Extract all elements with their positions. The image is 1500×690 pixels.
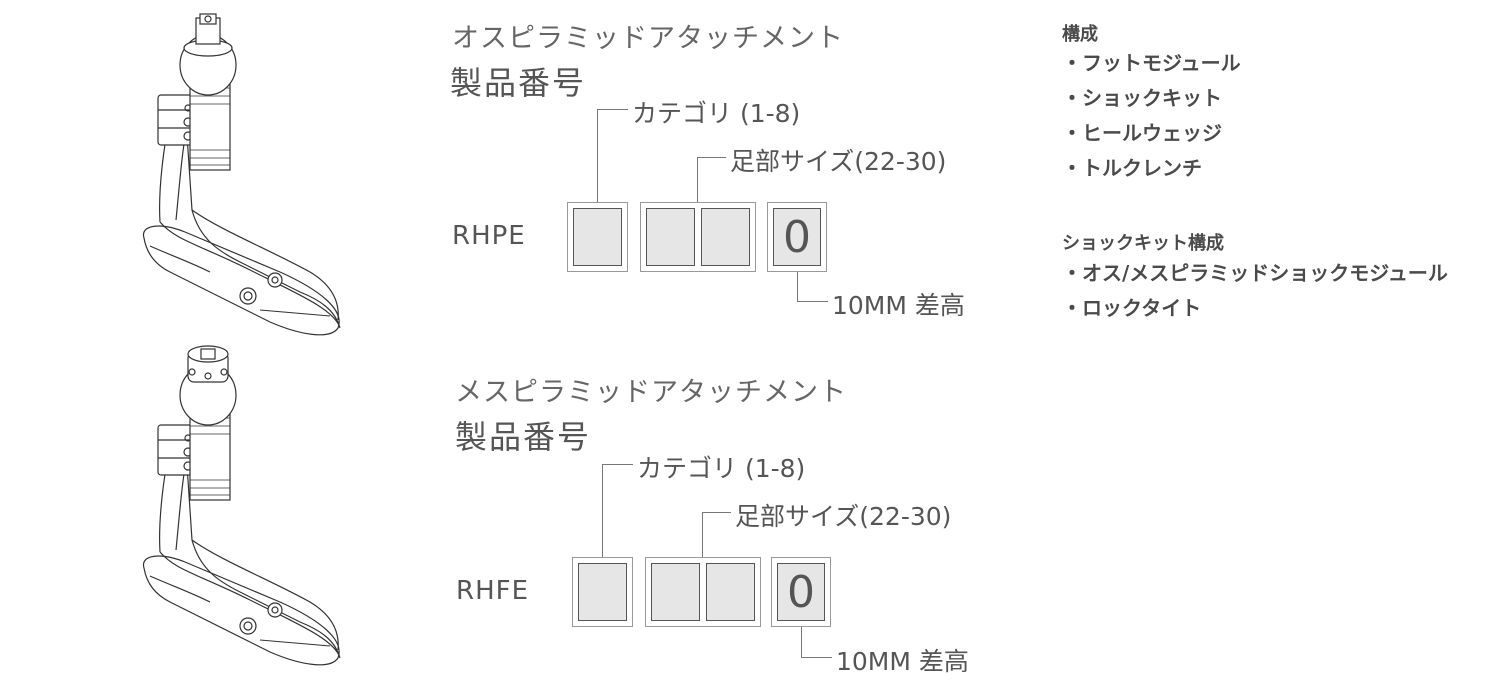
upper-fixed-digit: 0 [783,211,811,263]
lower-foot-size-digit-box [645,557,761,627]
upper-category-digit-box [567,202,628,272]
lower-heel-height-label: 10MM 差高 [836,647,969,676]
lower-prefix: RHFE [456,576,529,606]
upper-foot-size-digit-field-1 [646,208,695,266]
lower-attachment-title: メスピラミッドアタッチメント [455,377,847,408]
lower-fixed-digit: 0 [787,566,815,618]
upper-category-leader-h [597,109,628,110]
upper-foot-size-leader-v [697,157,698,202]
upper-foot-size-label: 足部サイズ(22-30) [730,147,947,176]
upper-heel-height-leader-h [797,301,828,302]
upper-category-digit-field [573,208,622,266]
lower-heel-height-leader-h [801,657,832,658]
upper-category-leader-v [597,109,598,202]
lower-foot-size-digit-field-2 [706,563,755,621]
lower-foot-size-leader-v [702,512,703,557]
shock-kit-item: ・ロックタイト [1062,296,1202,320]
male-pyramid-foot-illustration [130,10,360,340]
upper-foot-size-leader-h [697,157,726,158]
upper-fixed-digit-box: 0 [767,202,827,272]
lower-foot-size-label: 足部サイズ(22-30) [735,502,952,531]
shock-kit-item: ・オス/メスピラミッドショックモジュール [1062,261,1448,285]
lower-category-digit-field [578,563,627,621]
upper-fixed-digit-field [773,208,821,266]
upper-category-label: カテゴリ (1-8) [632,99,801,128]
female-pyramid-foot-illustration [130,340,360,680]
upper-foot-size-digit-field-2 [701,208,750,266]
shock-kit-list: ・オス/メスピラミッドショックモジュール ・ロックタイト [1062,256,1448,326]
upper-prefix: RHPE [452,221,526,251]
upper-heel-height-label: 10MM 差高 [832,291,965,320]
lower-part-number-label: 製品番号 [455,418,592,456]
contents-item: ・ヒールウェッジ [1062,121,1222,145]
lower-category-digit-box [572,557,633,627]
contents-item: ・フットモジュール [1062,51,1241,75]
lower-category-label: カテゴリ (1-8) [637,454,806,483]
contents-list: ・フットモジュール ・ショックキット ・ヒールウェッジ ・トルクレンチ [1062,46,1241,186]
upper-attachment-title: オスピラミッドアタッチメント [452,23,844,54]
upper-part-number-label: 製品番号 [450,64,587,102]
upper-heel-height-leader-v [797,272,798,302]
contents-item: ・ショックキット [1062,86,1222,110]
lower-category-leader-v [602,464,603,557]
lower-foot-size-digit-field-1 [651,563,700,621]
lower-foot-size-leader-h [702,512,731,513]
shock-kit-heading: ショックキット構成 [1062,233,1224,254]
lower-fixed-digit-box: 0 [771,557,831,627]
lower-heel-height-leader-v [801,627,802,658]
contents-heading: 構成 [1062,24,1098,45]
contents-item: ・トルクレンチ [1062,156,1202,180]
lower-fixed-digit-field [777,563,825,621]
upper-foot-size-digit-box [640,202,756,272]
lower-category-leader-h [602,464,633,465]
